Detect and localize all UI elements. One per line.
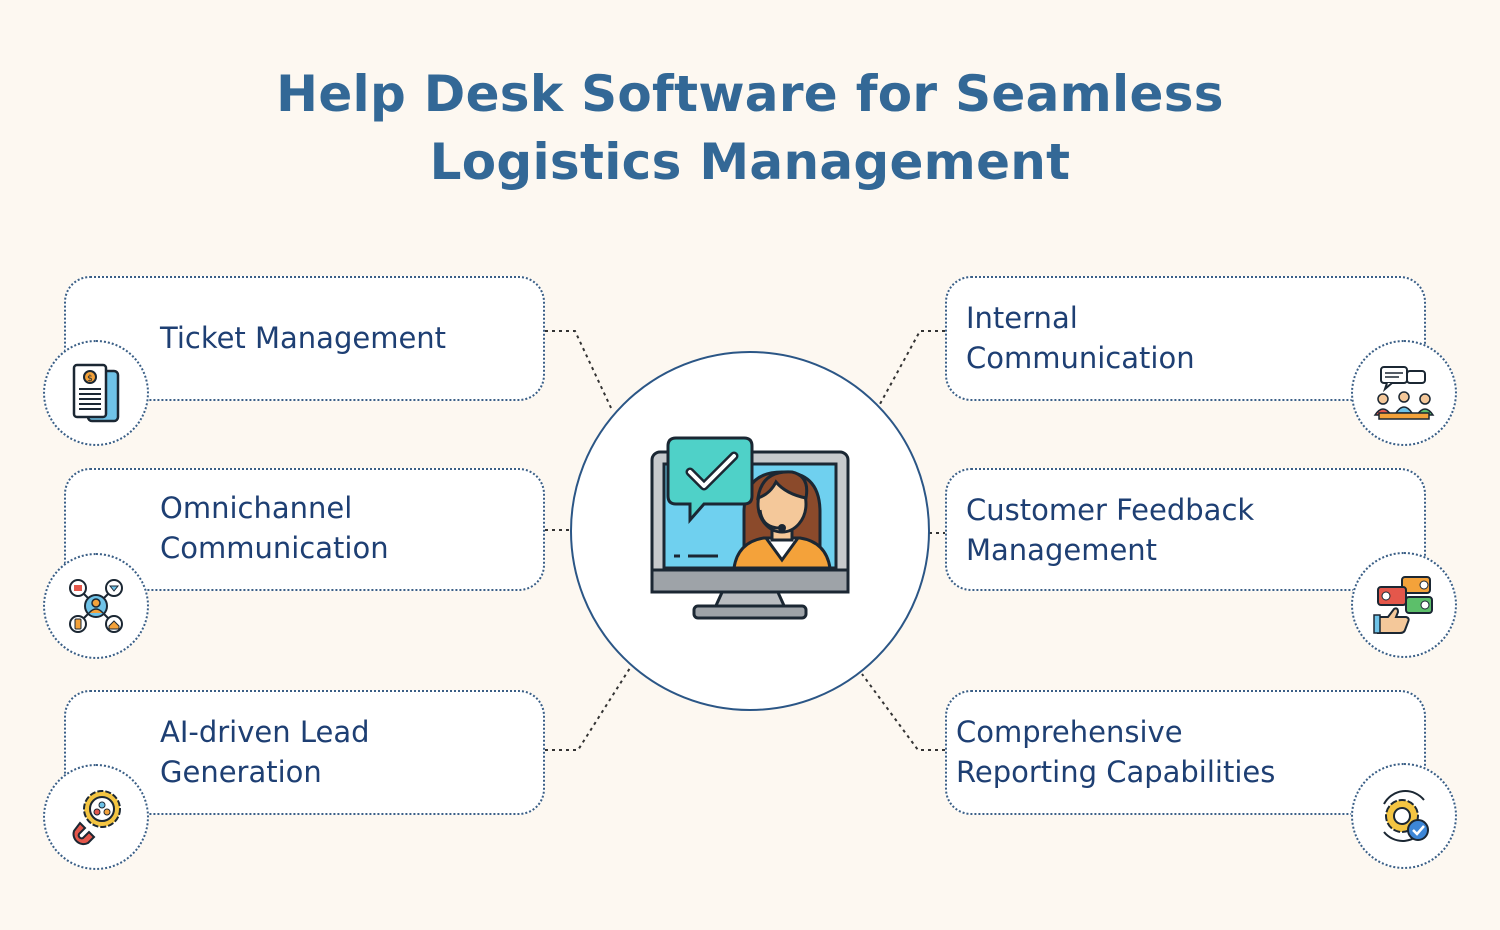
card-ticket-label: Ticket Management xyxy=(160,321,447,355)
reporting-gear-check-icon xyxy=(1383,790,1429,842)
ticket-document-icon: $ xyxy=(72,363,120,423)
omnichannel-network-icon xyxy=(69,579,123,633)
title-line-2: Logistics Management xyxy=(429,133,1071,191)
reporting-icon-circle xyxy=(1351,763,1457,869)
card-internal-communication xyxy=(945,276,1426,401)
lead-magnet-gear-icon xyxy=(72,790,121,846)
connector-ai xyxy=(545,667,631,751)
card-ai-label: AI-driven Lead Generation xyxy=(160,715,370,789)
connector-reporting xyxy=(861,673,945,751)
card-feedback-label: Customer Feedback Management xyxy=(966,493,1255,567)
ai-lead-icon-circle xyxy=(43,764,149,870)
feedback-thumbs-up-icon xyxy=(1373,576,1433,634)
card-omni-label: Omnichannel Communication xyxy=(160,491,389,565)
card-comprehensive-reporting xyxy=(945,690,1426,815)
title-line-1: Help Desk Software for Seamless xyxy=(276,65,1224,123)
connector-internal xyxy=(879,330,945,405)
card-omnichannel-communication xyxy=(64,468,545,591)
team-chat-icon xyxy=(1373,366,1435,420)
center-hub xyxy=(570,351,930,711)
page-title: Help Desk Software for Seamless Logistic… xyxy=(0,60,1500,196)
internal-icon-circle xyxy=(1351,340,1457,446)
connector-ticket xyxy=(545,330,613,411)
card-internal-label: Internal Communication xyxy=(966,301,1195,375)
omnichannel-icon-circle xyxy=(43,553,149,659)
card-customer-feedback xyxy=(945,468,1426,591)
feedback-icon-circle xyxy=(1351,552,1457,658)
ticket-icon-circle: $ xyxy=(43,340,149,446)
card-reporting-label: Comprehensive Reporting Capabilities xyxy=(956,715,1276,789)
svg-text:$: $ xyxy=(87,374,93,384)
help-desk-agent-monitor-icon xyxy=(650,436,850,620)
